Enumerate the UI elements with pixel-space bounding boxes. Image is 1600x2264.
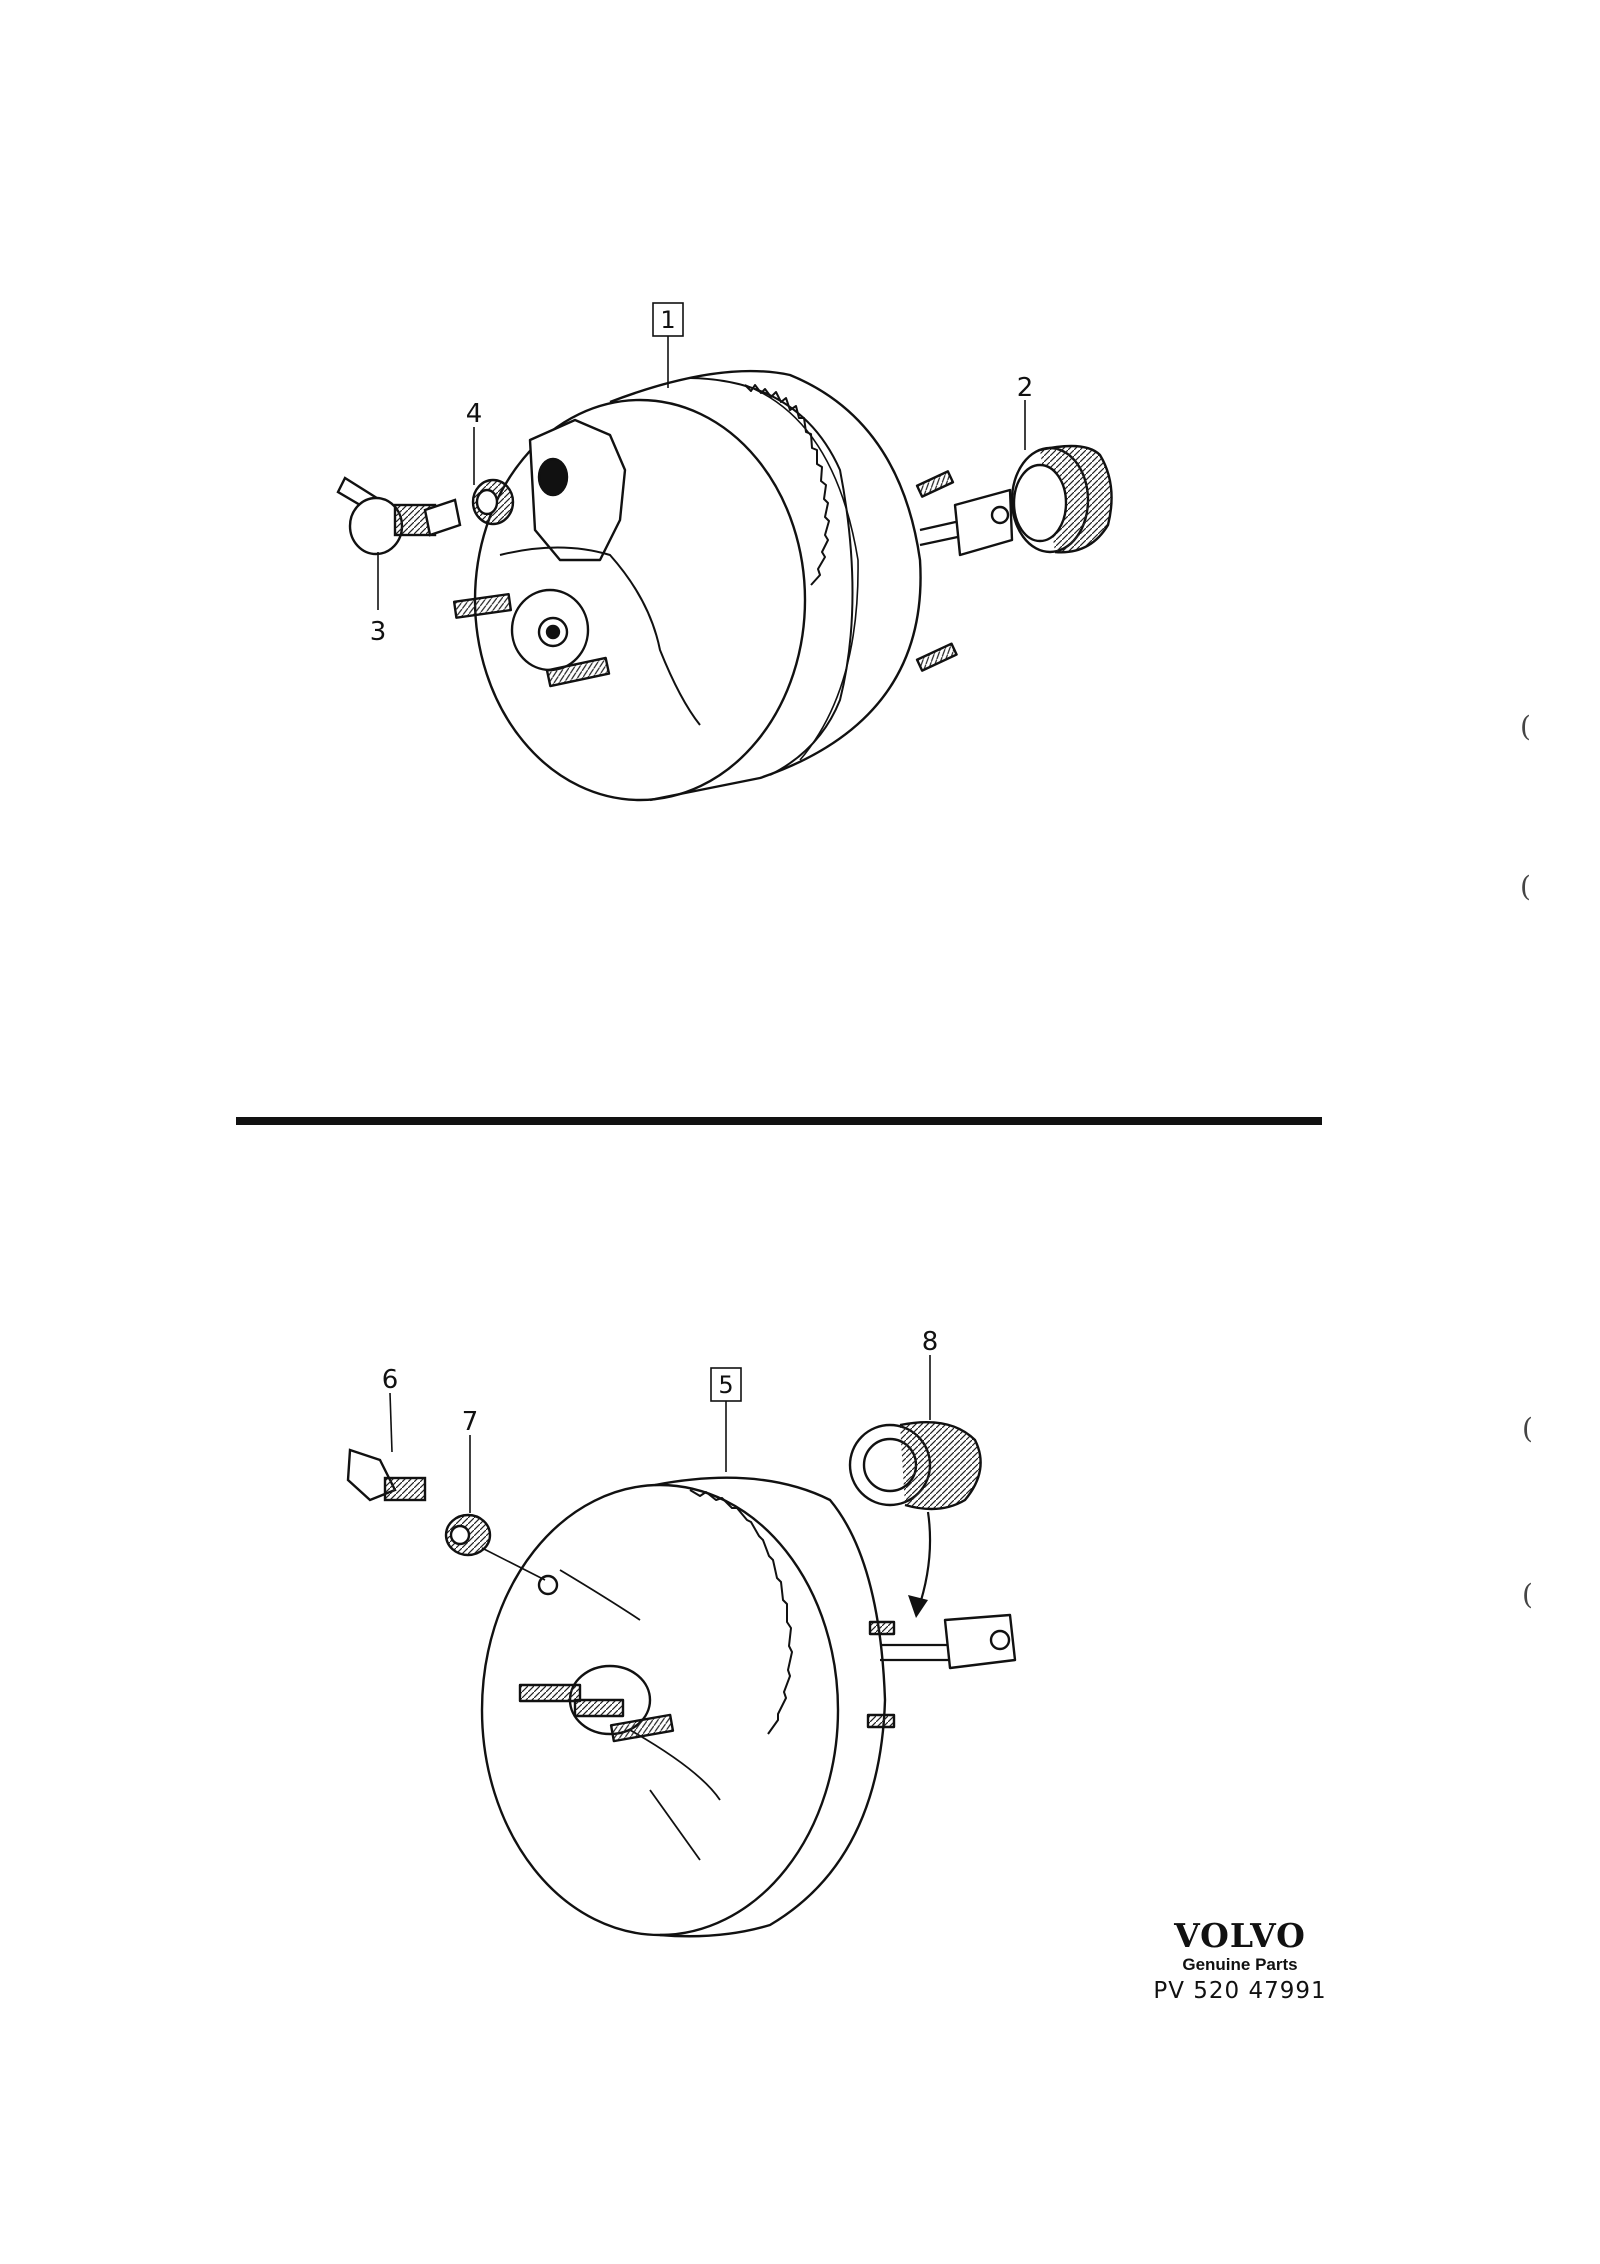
edge-mark-2: ( <box>1520 870 1531 903</box>
edge-mark-3: ( <box>1522 1412 1533 1445</box>
rubber-boot-part-2 <box>1010 444 1113 554</box>
callout-label-3: 3 <box>370 617 387 647</box>
volvo-logo: VOLVO <box>1174 1916 1306 1955</box>
rear-stud-lower <box>915 642 958 672</box>
check-valve-part-6 <box>346 1448 427 1502</box>
callout-label-5: 5 <box>718 1371 733 1399</box>
callout-label-1: 1 <box>660 306 675 334</box>
callout-label-8: 8 <box>922 1327 939 1357</box>
vacuum-port-flange <box>528 418 627 562</box>
booster-shell <box>609 369 922 802</box>
booster-front-face-bottom <box>480 1483 840 1937</box>
brake-booster-top <box>452 369 1014 802</box>
callouts-top <box>377 302 1026 610</box>
callouts-bottom <box>389 1355 931 1513</box>
callout-label-7: 7 <box>462 1407 479 1437</box>
mounting-stud-top-left <box>452 592 513 619</box>
vacuum-port-hole <box>537 457 569 497</box>
callout-box-5 <box>710 1367 742 1402</box>
booster-seam <box>744 384 830 586</box>
check-valve-part-3 <box>336 476 462 556</box>
edge-mark-4: ( <box>1522 1578 1533 1611</box>
stud-bottom-centre <box>573 1698 625 1718</box>
grommet-part-4 <box>471 478 515 526</box>
callout-label-4: 4 <box>466 399 483 429</box>
brand-block: VOLVO Genuine Parts PV 520 47991 <box>1140 1918 1340 2006</box>
clevis-bottom <box>943 1613 1017 1670</box>
rear-stud-bottom-upper <box>868 1620 896 1636</box>
install-arrow <box>916 1511 932 1611</box>
callout-label-6: 6 <box>382 1365 399 1395</box>
section-divider <box>236 1117 1322 1125</box>
part-number: PV 520 47991 <box>1153 1978 1327 2004</box>
brand-tagline: Genuine Parts <box>1182 1955 1298 1974</box>
grommet-part-7 <box>444 1513 492 1557</box>
edge-mark-1: ( <box>1520 710 1531 743</box>
callout-box-1 <box>652 302 684 337</box>
callout-label-2: 2 <box>1017 373 1034 403</box>
rubber-boot-part-8 <box>848 1420 982 1511</box>
rear-stud-bottom-lower <box>866 1713 896 1729</box>
booster-seam-bottom <box>689 1489 793 1735</box>
stud-bottom-right <box>609 1713 675 1743</box>
brake-booster-bottom <box>480 1476 1017 1938</box>
mounting-stud-top-lower <box>545 656 611 688</box>
rear-stud-upper <box>915 470 955 498</box>
stud-bottom-left <box>518 1683 582 1703</box>
